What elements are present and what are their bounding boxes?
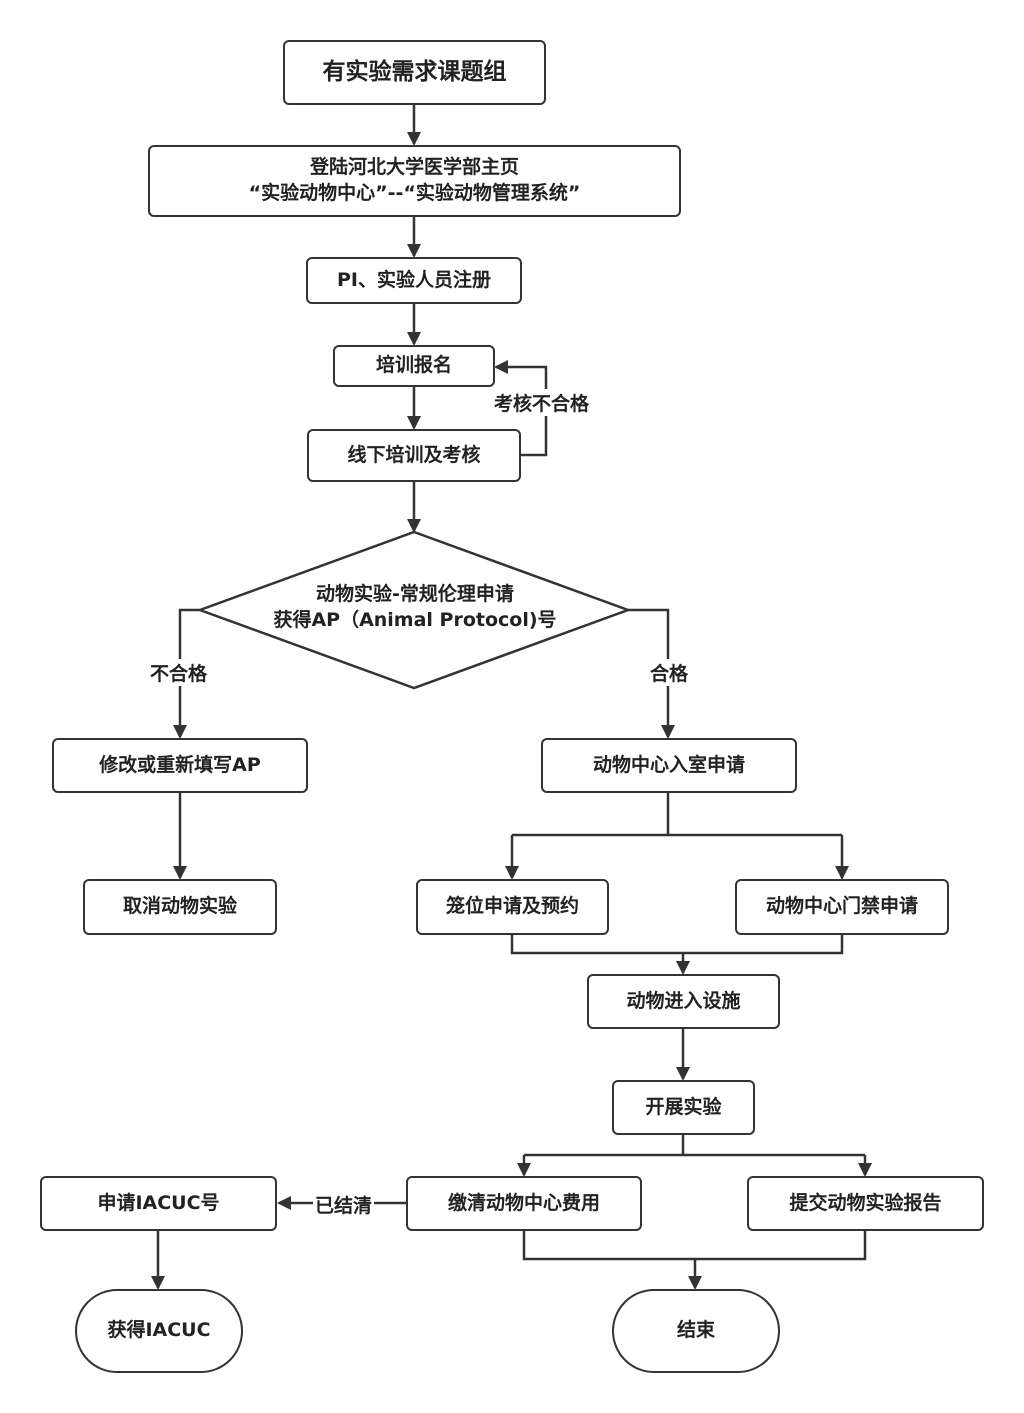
node-end: 结束 <box>612 1289 780 1373</box>
node-animals-enter-facility: 动物进入设施 <box>587 974 780 1029</box>
node-offline-training: 线下培训及考核 <box>307 429 521 482</box>
node-cage-booking: 笼位申请及预约 <box>416 879 609 935</box>
arrow-decision-to-room-entry <box>628 608 675 739</box>
node-obtain-iacuc: 获得IACUC <box>75 1289 243 1373</box>
node-register: PI、实验人员注册 <box>306 257 522 304</box>
node-training-signup-label: 培训报名 <box>375 354 452 377</box>
node-animals-enter-label: 动物进入设施 <box>626 989 741 1012</box>
node-login: 登陆河北大学医学部主页 “实验动物中心”--“实验动物管理系统” <box>148 145 681 217</box>
node-start-label: 有实验需求课题组 <box>322 58 507 85</box>
node-revise-ap-label: 修改或重新填写AP <box>99 753 261 776</box>
node-ethics-line1: 动物实验-常规伦理申请 <box>316 583 514 605</box>
connector-merge-to-end <box>522 1231 867 1261</box>
node-submit-report: 提交动物实验报告 <box>747 1176 984 1231</box>
node-offline-training-label: 线下培训及考核 <box>347 443 481 466</box>
ethics-decision-diamond <box>196 530 632 690</box>
edge-label-exam-failed: 考核不合格 <box>492 389 592 416</box>
node-access-control-application: 动物中心门禁申请 <box>735 879 949 935</box>
node-ethics-decision: 动物实验-常规伦理申请 获得AP（Animal Protocol)号 <box>200 582 630 633</box>
node-apply-iacuc: 申请IACUC号 <box>40 1176 277 1231</box>
node-register-label: PI、实验人员注册 <box>337 268 491 291</box>
node-start-experiment: 开展实验 <box>612 1080 755 1135</box>
node-revise-ap: 修改或重新填写AP <box>52 738 308 793</box>
node-ethics-line2: 获得AP（Animal Protocol)号 <box>273 608 557 631</box>
node-cage-booking-label: 笼位申请及预约 <box>445 895 579 918</box>
node-pay-fees: 缴清动物中心费用 <box>406 1176 642 1231</box>
node-pay-fees-label: 缴清动物中心费用 <box>447 1191 600 1214</box>
edge-label-not-qualified: 不合格 <box>148 659 210 686</box>
node-cancel-experiment-label: 取消动物实验 <box>122 895 237 918</box>
node-training-signup: 培训报名 <box>333 345 495 387</box>
node-start-experiment-label: 开展实验 <box>645 1095 722 1118</box>
arrow-decision-to-revise <box>173 608 200 739</box>
node-submit-report-label: 提交动物实验报告 <box>789 1191 942 1214</box>
node-start: 有实验需求课题组 <box>283 40 546 105</box>
node-apply-iacuc-label: 申请IACUC号 <box>97 1191 220 1214</box>
node-room-entry-application: 动物中心入室申请 <box>541 738 797 793</box>
node-access-control-label: 动物中心门禁申请 <box>765 895 918 918</box>
node-login-line1: 登陆河北大学医学部主页 <box>309 156 519 179</box>
connector-merge-to-facility <box>510 935 844 955</box>
edge-label-qualified: 合格 <box>648 659 691 686</box>
edge-label-settled: 已结清 <box>313 1191 375 1218</box>
node-obtain-iacuc-label: 获得IACUC <box>107 1319 211 1342</box>
node-room-entry-label: 动物中心入室申请 <box>592 753 745 776</box>
node-end-label: 结束 <box>676 1319 715 1342</box>
node-login-line2: “实验动物中心”--“实验动物管理系统” <box>248 182 581 204</box>
node-cancel-experiment: 取消动物实验 <box>83 879 277 935</box>
